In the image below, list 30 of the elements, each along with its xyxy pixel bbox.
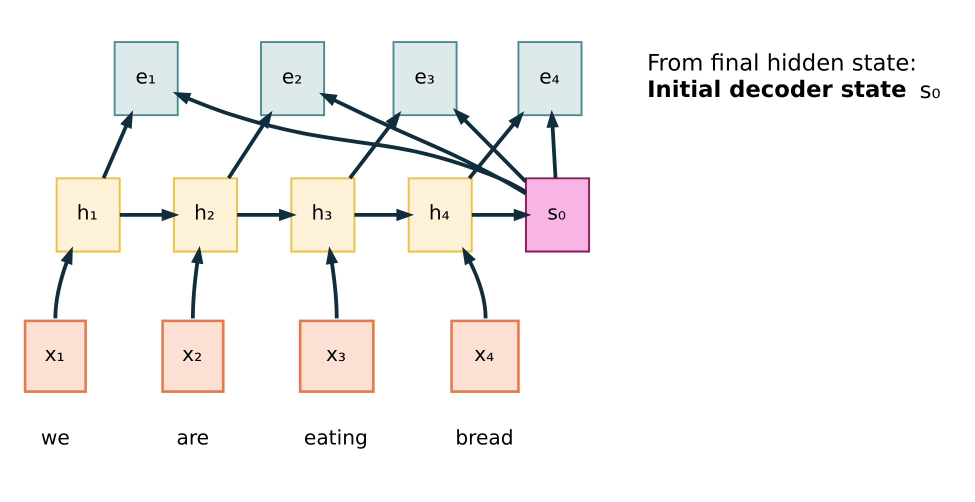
arrow: [237, 208, 297, 221]
arrow: [452, 108, 528, 182]
node-box: h₁: [56, 176, 121, 252]
node-box: s₀: [525, 176, 590, 252]
node-box: h₂: [173, 176, 238, 252]
arrow: [462, 246, 488, 318]
arrow: [472, 208, 532, 221]
arrow: [546, 109, 559, 178]
node-box: e₄: [517, 40, 582, 116]
node-box: h₄: [408, 176, 473, 252]
node-box: h₃: [290, 176, 356, 252]
label: Initial decoder state s₀: [647, 76, 941, 104]
node-box: e₁: [114, 40, 179, 116]
arrow: [348, 110, 402, 179]
arrow: [172, 91, 527, 194]
arrow: [102, 110, 133, 178]
arrow: [468, 110, 524, 179]
node-label: bread: [455, 424, 514, 449]
arrow: [53, 246, 73, 318]
node-label: we: [40, 424, 70, 449]
arrow: [319, 92, 527, 195]
arrow: [190, 245, 204, 318]
label: From final hidden state:: [647, 50, 917, 76]
arrow: [120, 208, 180, 221]
node-label: are: [176, 424, 210, 449]
node-box: e₃: [392, 40, 458, 116]
arrow: [326, 246, 339, 318]
node-label: eating: [304, 424, 368, 449]
arrow: [354, 208, 414, 221]
node-box: e₂: [260, 40, 326, 116]
